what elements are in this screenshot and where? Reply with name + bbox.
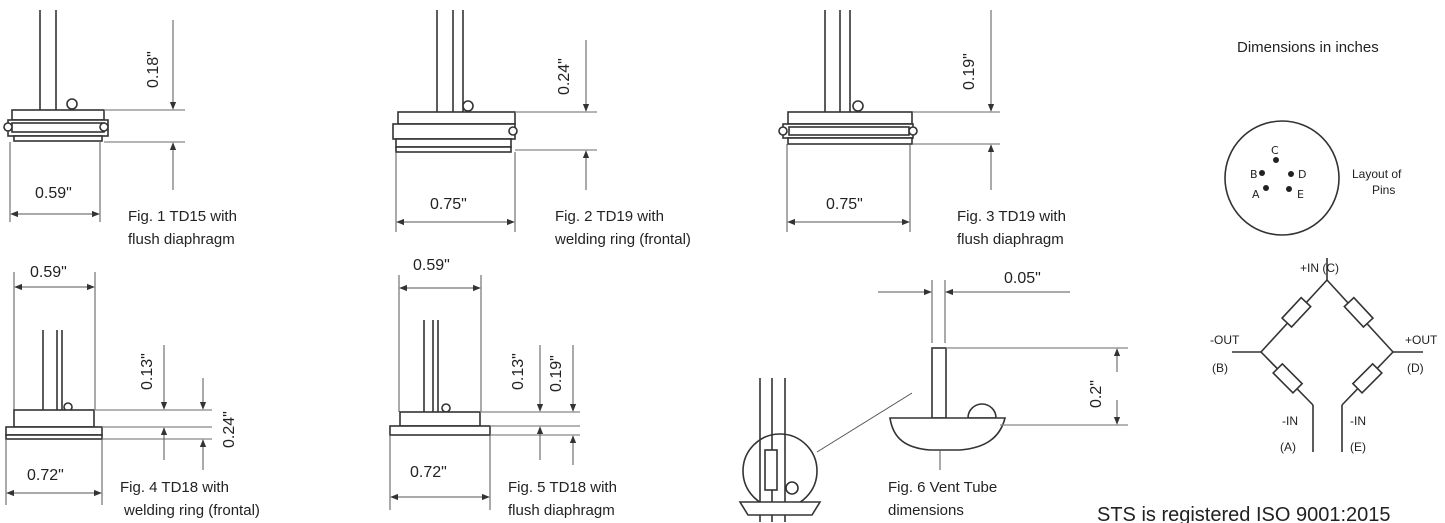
wheatstone-bridge-diagram	[1232, 258, 1423, 452]
fig5-height1-label: 0.13"	[510, 353, 527, 390]
fig2-caption-line2: welding ring (frontal)	[554, 231, 691, 248]
fig4-drawing	[5, 272, 212, 505]
fig4-height2-label: 0.24"	[221, 411, 238, 448]
fig3-caption-line2: flush diaphragm	[957, 231, 1064, 248]
pin-layout-caption-line2: Pins	[1372, 183, 1395, 197]
fig5-caption-line1: Fig. 5 TD18 with	[508, 479, 617, 496]
pin-c-label: C	[1271, 144, 1279, 157]
fig5-width-top-label: 0.59"	[413, 257, 450, 274]
fig4-width-top-label: 0.59"	[30, 264, 67, 281]
fig4-width-bottom-label: 0.72"	[27, 467, 64, 484]
fig2-drawing	[392, 10, 597, 232]
pin-c-dot	[1273, 157, 1279, 163]
bridge-plus-out-pin: (D)	[1407, 361, 1424, 375]
fig5-width-bottom-label: 0.72"	[410, 464, 447, 481]
pin-layout-caption-line1: Layout of	[1352, 167, 1402, 181]
resistor-top-left	[1280, 296, 1312, 329]
iso-certification-text: STS is registered ISO 9001:2015	[1097, 504, 1391, 523]
fig2-caption-line1: Fig. 2 TD19 with	[555, 208, 664, 225]
pin-a-label: A	[1252, 188, 1260, 201]
resistor-top-right	[1343, 296, 1375, 329]
pin-d-dot	[1288, 171, 1294, 177]
fig3-width-label: 0.75"	[826, 196, 863, 213]
fig5-height2-label: 0.19"	[548, 355, 565, 392]
fig1-width-label: 0.59"	[35, 185, 72, 202]
fig4-caption-line1: Fig. 4 TD18 with	[120, 479, 229, 496]
bridge-minus-in-a-pin: (A)	[1280, 440, 1296, 454]
fig6-tube-width-label: 0.05"	[1004, 270, 1041, 287]
fig6-caption-line1: Fig. 6 Vent Tube	[888, 479, 997, 496]
pin-e-dot	[1286, 186, 1292, 192]
bridge-minus-in-e-pin: (E)	[1350, 440, 1366, 454]
fig2-width-label: 0.75"	[430, 196, 467, 213]
fig4-caption-line2: welding ring (frontal)	[123, 502, 260, 519]
fig5-drawing	[389, 275, 580, 510]
fig6-drawing	[738, 280, 1128, 522]
bridge-plus-in-label: +IN (C)	[1300, 261, 1339, 275]
bridge-plus-out-label: +OUT	[1405, 333, 1438, 347]
resistor-bottom-right	[1351, 362, 1383, 394]
bridge-minus-out-label: -OUT	[1210, 333, 1240, 347]
fig6-tube-height-label: 0.2"	[1088, 380, 1105, 408]
pin-layout-diagram	[1224, 120, 1340, 236]
bridge-minus-in-a-label: -IN	[1282, 414, 1298, 428]
pin-a-dot	[1263, 185, 1269, 191]
pin-d-label: D	[1298, 168, 1306, 181]
pin-b-label: B	[1250, 168, 1258, 181]
fig3-height-label: 0.19"	[961, 53, 978, 90]
fig1-height-label: 0.18"	[145, 51, 162, 88]
bridge-minus-in-e-label: -IN	[1350, 414, 1366, 428]
fig2-height-label: 0.24"	[556, 58, 573, 95]
fig3-caption-line1: Fig. 3 TD19 with	[957, 208, 1066, 225]
fig3-drawing	[778, 10, 1000, 232]
bridge-minus-out-pin: (B)	[1212, 361, 1228, 375]
resistor-bottom-left	[1272, 362, 1304, 394]
fig6-caption-line2: dimensions	[888, 502, 964, 519]
fig4-height1-label: 0.13"	[139, 353, 156, 390]
fig1-caption-line1: Fig. 1 TD15 with	[128, 208, 237, 225]
fig5-caption-line2: flush diaphragm	[508, 502, 615, 519]
units-note: Dimensions in inches	[1237, 39, 1379, 56]
pin-e-label: E	[1297, 188, 1304, 201]
pin-b-dot	[1259, 170, 1265, 176]
fig1-caption-line2: flush diaphragm	[128, 231, 235, 248]
fig1-drawing	[3, 10, 185, 222]
